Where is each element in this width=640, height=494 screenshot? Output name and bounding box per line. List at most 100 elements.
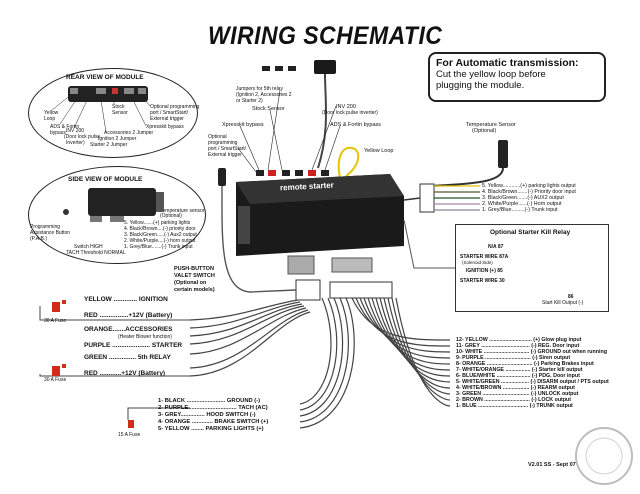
module-bottom-connectors <box>287 255 393 301</box>
bottom-harness-wires <box>299 297 355 429</box>
side-label: Assistance Button <box>30 230 71 236</box>
relay-label: STARTER WIRE 30 <box>460 278 505 284</box>
rear-label: Sensor <box>112 110 128 116</box>
bottom-wire-label: 1- BLACK ........................ GROUND… <box>158 398 261 404</box>
right-harness-wires <box>351 297 451 407</box>
rear-label: (Door lock pulse <box>64 134 101 140</box>
bottom-wire-label: 2- PURPLE.............................. … <box>158 405 268 411</box>
page-title: WIRING SCHEMATIC <box>208 22 443 50</box>
side-module-graphic <box>88 188 156 216</box>
right-wire-label: 4- WHITE/BROWN .................. (-) RE… <box>456 385 575 391</box>
bottom-wire-label: 4- ORANGE ............. BRAKE SWITCH (+) <box>158 419 269 425</box>
optional-port-label: programming <box>208 140 238 146</box>
side-label: 1. Grey/Blue.......(-) Trunk input <box>124 244 193 250</box>
rear-view-panel <box>28 68 198 158</box>
jumpers-label: Jumpers for 5th relay <box>236 86 283 92</box>
inv200-label: (Door lock pulse inverter) <box>322 110 378 116</box>
rear-label: Xpresskit bypass <box>146 124 184 130</box>
right-wire-label: 6- BLUE/WHITE ....................... (-… <box>456 373 580 379</box>
side-harness-label: 1. Grey/Blue.........(-) Trunk input <box>482 207 558 213</box>
wire-label-red-2: RED ............+12V (Battery) <box>84 370 166 377</box>
ads-label: ADS & Fortin bypass <box>330 122 382 128</box>
side-harness <box>403 183 480 213</box>
rear-label: External trigger <box>150 116 184 122</box>
rear-view-connectors <box>70 88 146 94</box>
rear-label: Accessories 2 Jumper <box>104 130 154 136</box>
valet-label: VALET SWITCH <box>174 273 215 279</box>
fuse-label: 30 A Fuse <box>44 377 67 383</box>
side-harness-label: 5. Yellow............(+) parking lights … <box>482 183 576 189</box>
rear-label: INV 200 <box>66 128 85 134</box>
relay-label: STARTER WIRE 87A <box>460 254 509 260</box>
right-wire-label: 5- WHITE/GREEN ................... (-) D… <box>456 379 609 385</box>
relay-label: Start Kill Output (-) <box>542 300 584 306</box>
fuse-label: 15 A Fuse <box>118 432 141 438</box>
yellow-loop <box>337 146 360 179</box>
note-line-2: plugging the module. <box>436 80 525 91</box>
note-heading: For Automatic transmission: <box>436 57 579 69</box>
wire-label-green: GREEN ............... 5th RELAY <box>84 354 171 361</box>
valet-label: PUSH-BUTTON <box>174 266 214 272</box>
inv200-label: INV 200 <box>336 104 356 110</box>
rear-label: port / SmartStart/ <box>150 110 189 116</box>
main-module <box>236 174 404 256</box>
watermark-seal <box>575 427 633 485</box>
right-wire-label: 10- WHITE ..............................… <box>456 349 607 355</box>
side-label: 4. Black/Brown....(-) priority door <box>124 226 196 232</box>
relay-label: (Solenoid Side) <box>462 260 493 265</box>
side-label: (Optional) <box>160 213 182 219</box>
starter-kill-relay-box <box>455 224 609 312</box>
right-wire-label: 12- YELLOW .............................… <box>456 337 582 343</box>
side-label: Temperature sensor <box>160 208 205 214</box>
auto-transmission-note: For Automatic transmission: Cut the yell… <box>428 52 606 102</box>
right-wire-label: 9- PURPLE ..............................… <box>456 355 571 361</box>
right-wire-label: 8- ORANGE ..............................… <box>456 361 594 367</box>
valet-switch <box>218 168 297 293</box>
rear-label: Optional programming <box>150 104 200 110</box>
side-label: Programming <box>30 224 61 230</box>
side-label: 3. Black/Green.....(-) Aux2 output <box>124 232 197 238</box>
wire-label-purple: PURPLE ..................... STARTER <box>84 342 183 349</box>
bottom-wire-label: 5- YELLOW ........ PARKING LIGHTS (+) <box>158 426 264 432</box>
relay-label: N/A 87 <box>488 244 504 250</box>
side-label: TACH Threshold NORMAL <box>66 250 126 256</box>
side-label: (P.A.B.) <box>30 236 47 242</box>
side-view-title: SIDE VIEW OF MODULE <box>68 176 143 183</box>
valet-label: (Optional on <box>174 280 207 286</box>
side-view-connectors <box>63 192 164 222</box>
bottom-wire-label: 3- GREY............... HOOD SWITCH (-) <box>158 412 256 418</box>
side-harness-label: 3. Black/Green.......(-) AUX2 output <box>482 195 564 201</box>
antenna <box>314 60 336 169</box>
relay-label: IGNITION (+) 85 <box>466 268 503 274</box>
yellow-loop-label: Yellow Loop <box>364 148 394 154</box>
rear-view-title: REAR VIEW OF MODULE <box>66 74 144 81</box>
optional-port-label: Optional <box>208 134 227 140</box>
rear-label: Starter 2 Jumper <box>90 142 128 148</box>
wire-label-red: RED ................+12V (Battery) <box>84 312 173 319</box>
right-wire-label: 2- BROWN ...............................… <box>456 397 572 403</box>
side-label: 5. Yellow.......(+) parking lights <box>124 220 191 226</box>
relay-label: 86 <box>568 294 574 300</box>
side-label: 2. White/Purple....(-) horn output <box>124 238 196 244</box>
rear-label: Yellow <box>44 110 59 116</box>
side-harness-label: 4. Black/Brown.......(-) Priority door i… <box>482 189 576 195</box>
right-wire-label: 11- GREY ...............................… <box>456 343 580 349</box>
wire-label-orange-note: (Heater Blower function) <box>118 334 172 340</box>
rear-label: Loop <box>44 116 56 122</box>
xpresskit-label: Xpresskit bypass <box>222 122 264 128</box>
right-wire-label: 1- BLUE ................................… <box>456 403 573 409</box>
temp-sensor-label: (Optional) <box>472 128 497 134</box>
rear-label: Ignition 2 Jumper <box>98 136 137 142</box>
right-wire-label: 7- WHITE/ORANGE ................. (-) St… <box>456 367 583 373</box>
optional-port-label: port / SmartStart/ <box>208 146 247 152</box>
rear-label: Inverter) <box>66 140 85 146</box>
rear-label: Stock <box>112 104 125 110</box>
temp-sensor-label: Temperature Sensor <box>466 122 516 128</box>
jumpers-label: or Starter 2) <box>236 98 263 104</box>
wire-label-yellow: YELLOW ............. IGNITION <box>84 296 168 303</box>
right-wire-label: 3- GREEN ...............................… <box>456 391 579 397</box>
jumpers-label: (Ignition 2, Accessories 2 <box>236 92 292 98</box>
relay-title: Optional Starter Kill Relay <box>490 229 571 236</box>
side-label: Switch HIGH <box>74 244 103 250</box>
